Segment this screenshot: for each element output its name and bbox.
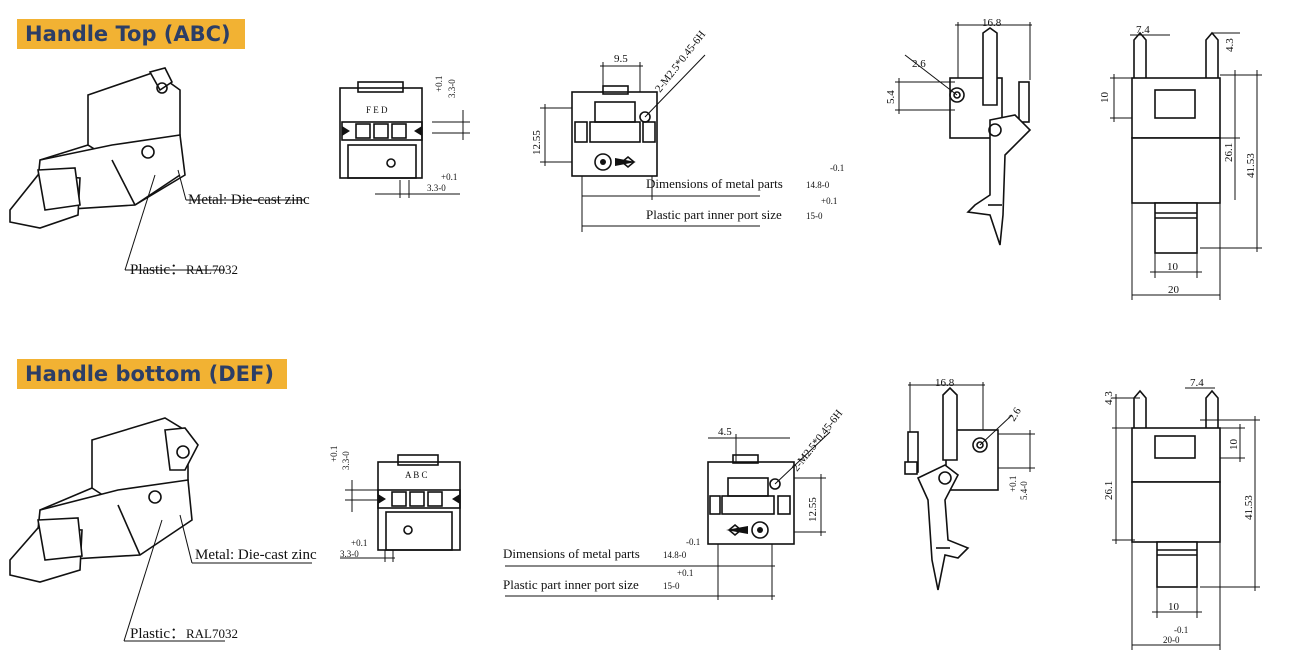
dim-4153-top: 41.53	[1245, 153, 1257, 178]
dim-plastic-label-top: Plastic part inner port size	[646, 207, 782, 222]
plastic-ral-bottom: RAL7032	[186, 626, 238, 641]
dim-10-top-h: 10	[1167, 261, 1179, 273]
dim-33-top-b: 3.3-0	[427, 183, 446, 193]
thread-label-bottom: 2-M2.5*0.45-6H	[790, 408, 845, 474]
dim-10-top-v: 10	[1099, 92, 1111, 104]
section-title-bottom: Handle bottom (DEF)	[17, 359, 287, 389]
dim-43-bottom: 4.3	[1103, 391, 1115, 405]
dim-54-top: 5.4	[885, 90, 897, 104]
dim-tol-bottom-b: +0.1	[351, 538, 367, 548]
dim-plastic-label-bottom: Plastic part inner port size	[503, 577, 639, 592]
metal-label-bottom: Metal: Die-cast zinc	[195, 547, 317, 563]
front-letters-top: F E D	[366, 105, 388, 115]
plastic-ral-top: RAL7032	[186, 262, 238, 277]
dim-168-top: 16.8	[982, 17, 1002, 29]
dim-43-top: 4.3	[1224, 38, 1236, 52]
dim-10-bottom-v: 10	[1228, 439, 1240, 451]
rear-view-top	[1110, 31, 1262, 300]
dim-33-bottom-b: 3.3-0	[340, 549, 359, 559]
dim-200-bottom: 20-0	[1163, 635, 1180, 645]
dim-tol-bottom-c: +0.1	[1008, 476, 1018, 492]
rear-view-bottom	[1112, 387, 1260, 650]
metal-label-top: Metal: Die-cast zinc	[188, 192, 310, 208]
thread-label-top: 2-M2.5*0.45-6H	[653, 29, 708, 95]
dim-20-top: 20	[1168, 284, 1180, 296]
dim-tol-top-a: +0.1	[434, 76, 444, 92]
dim-54-bottom: 5.4-0	[1019, 481, 1029, 500]
dim-10-bottom-h: 10	[1168, 601, 1180, 613]
section-title-top: Handle Top (ABC)	[17, 19, 245, 49]
dim-metal-val-top: 14.8-0	[806, 180, 830, 190]
dim-1255-bottom: 12.55	[807, 497, 819, 522]
dim-74-bottom: 7.4	[1190, 377, 1204, 389]
plastic-label-bottom: Plastic：	[130, 626, 185, 642]
dim-plastic-tol-bottom: +0.1	[677, 568, 693, 578]
front-view-bottom	[340, 454, 461, 562]
iso-handle-top	[9, 67, 305, 271]
front-view-top	[339, 81, 470, 198]
dim-tol-top-b: +0.1	[441, 172, 457, 182]
dim-metal-val-bottom: 14.8-0	[663, 550, 687, 560]
dim-plastic-val-bottom: 15-0	[663, 581, 680, 591]
dim-metal-tol-top: -0.1	[830, 163, 844, 173]
dim-metal-label-bottom: Dimensions of metal parts	[503, 546, 640, 561]
dim-plastic-tol-top: +0.1	[821, 196, 837, 206]
dim-26-bottom: 2.6	[1006, 405, 1024, 423]
port-view-bottom	[505, 431, 831, 600]
dim-45: 4.5	[718, 426, 732, 438]
dim-74-top: 7.4	[1136, 24, 1150, 36]
dim-33-bottom-a: 3.3-0	[341, 451, 351, 470]
side-view-bottom	[904, 382, 1035, 591]
dim-1255-top: 12.55	[531, 130, 543, 155]
dim-168-bottom: 16.8	[935, 377, 955, 389]
dim-26-top: 2.6	[912, 58, 926, 70]
dim-95: 9.5	[614, 53, 628, 65]
dim-4153-bottom: 41.53	[1243, 495, 1255, 520]
dim-metal-tol-bottom: -0.1	[686, 537, 700, 547]
dim-261-bottom: 26.1	[1103, 481, 1115, 500]
side-view-top	[895, 22, 1032, 246]
dim-33-top-a: 3.3-0	[447, 79, 457, 98]
front-letters-bottom: A B C	[405, 470, 428, 480]
iso-handle-bottom	[9, 417, 312, 642]
dim-tol-bottom-a: +0.1	[329, 446, 339, 462]
dim-261-top: 26.1	[1223, 143, 1235, 162]
port-view-top	[540, 54, 760, 232]
dim-plastic-val-top: 15-0	[806, 211, 823, 221]
dim-tol-bottom-d: -0.1	[1174, 625, 1188, 635]
dim-metal-label-top: Dimensions of metal parts	[646, 176, 783, 191]
plastic-label-top: Plastic：	[130, 262, 185, 278]
